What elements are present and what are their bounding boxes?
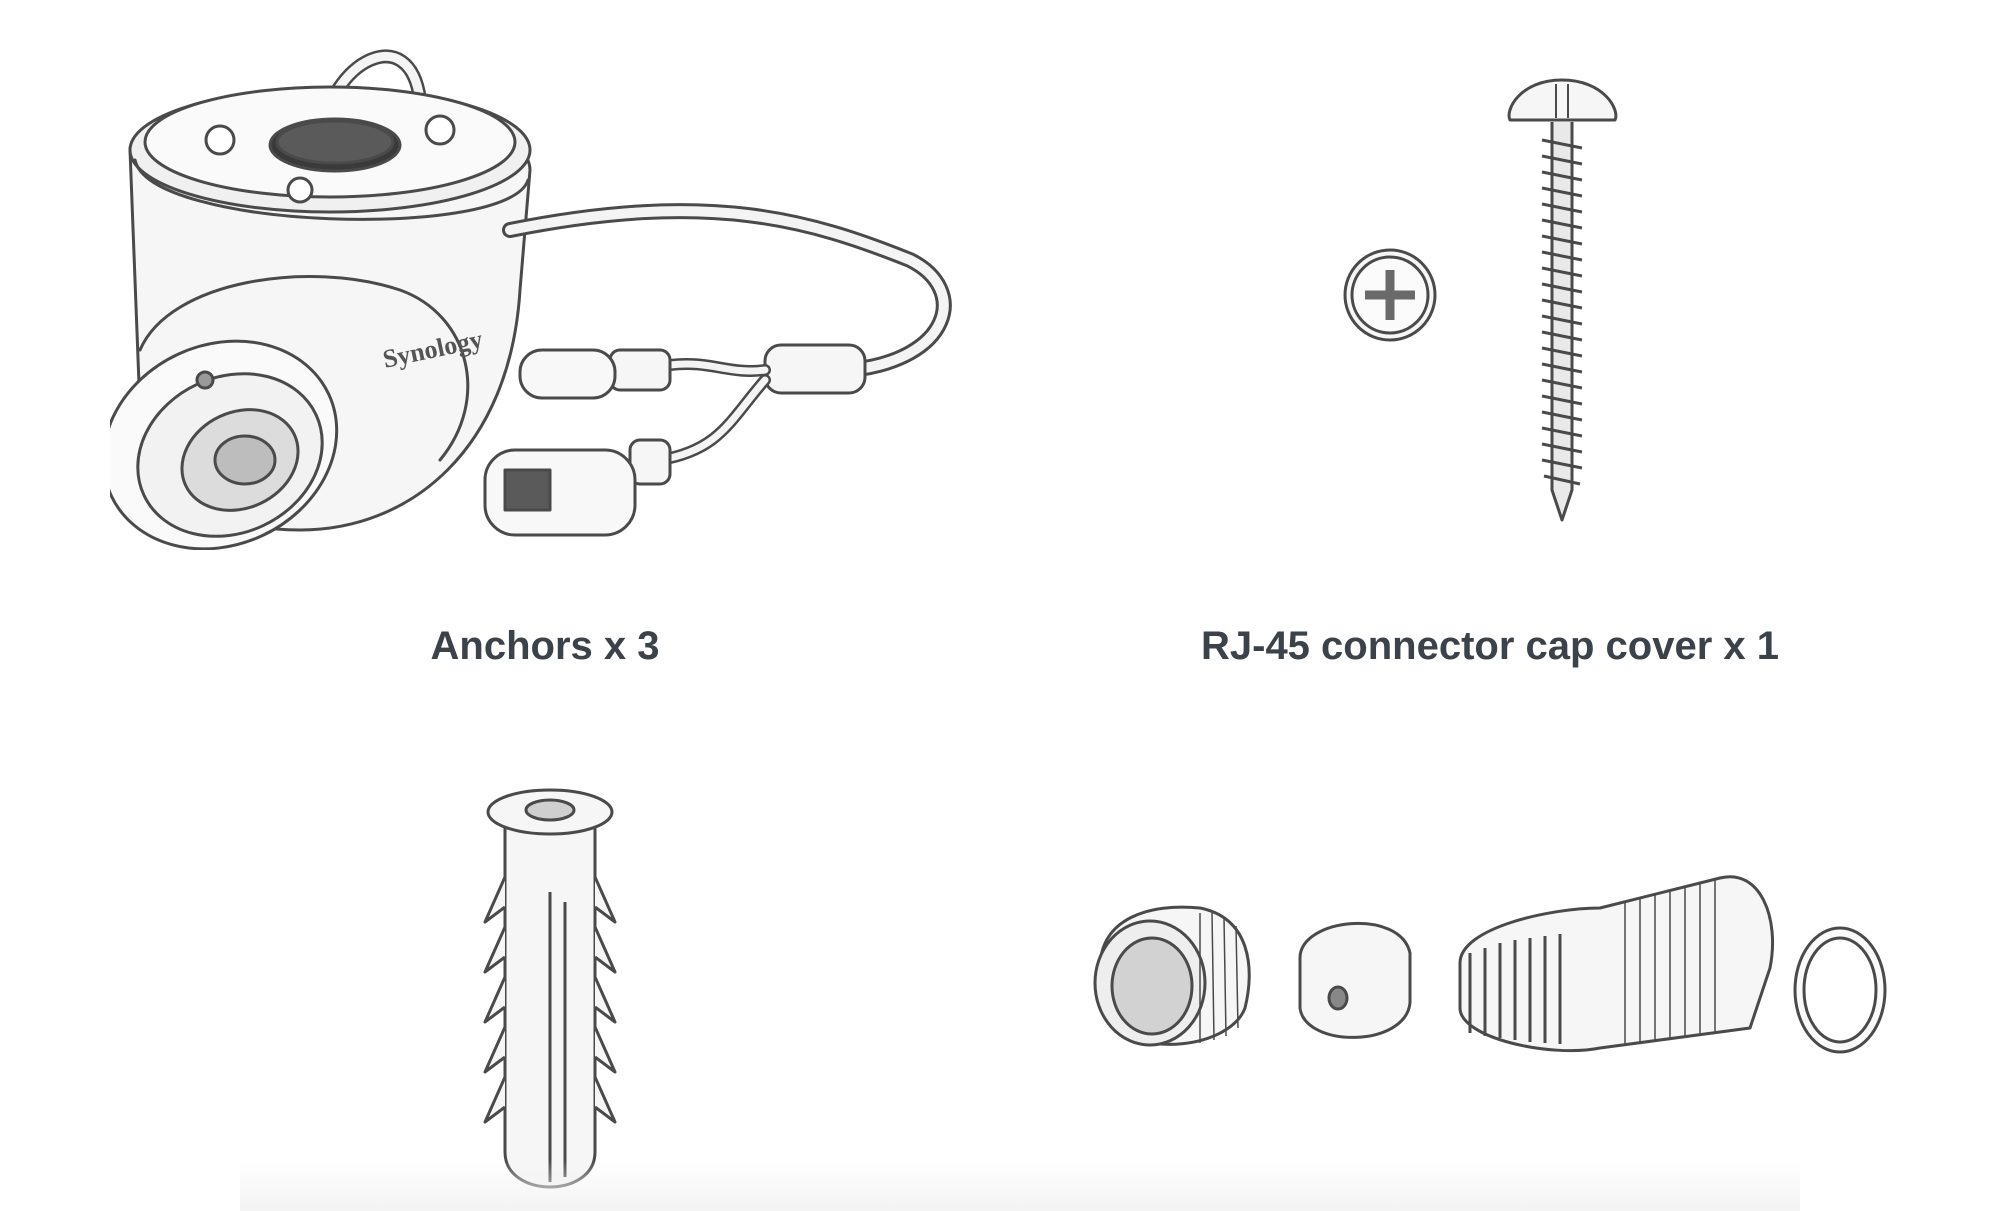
anchor-illustration bbox=[470, 782, 630, 1192]
bottom-fade bbox=[240, 1160, 1800, 1211]
rj45-cap-cover-caption: RJ-45 connector cap cover x 1 bbox=[1200, 624, 1780, 668]
camera-illustration: Synology bbox=[110, 30, 970, 550]
rj45-cap-cover-illustration bbox=[1080, 858, 1900, 1068]
screw-illustration bbox=[1330, 70, 1670, 540]
anchors-caption: Anchors x 3 bbox=[430, 624, 660, 668]
